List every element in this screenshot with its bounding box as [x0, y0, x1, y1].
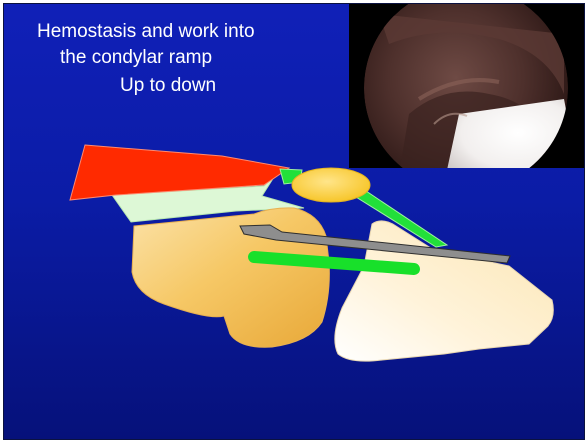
- mandibular-condyle: [132, 208, 329, 347]
- slide: Hemostasis and work into the condylar ra…: [3, 3, 585, 440]
- retrodiscal-tissue: [292, 168, 370, 202]
- tmj-diagram: [4, 4, 584, 439]
